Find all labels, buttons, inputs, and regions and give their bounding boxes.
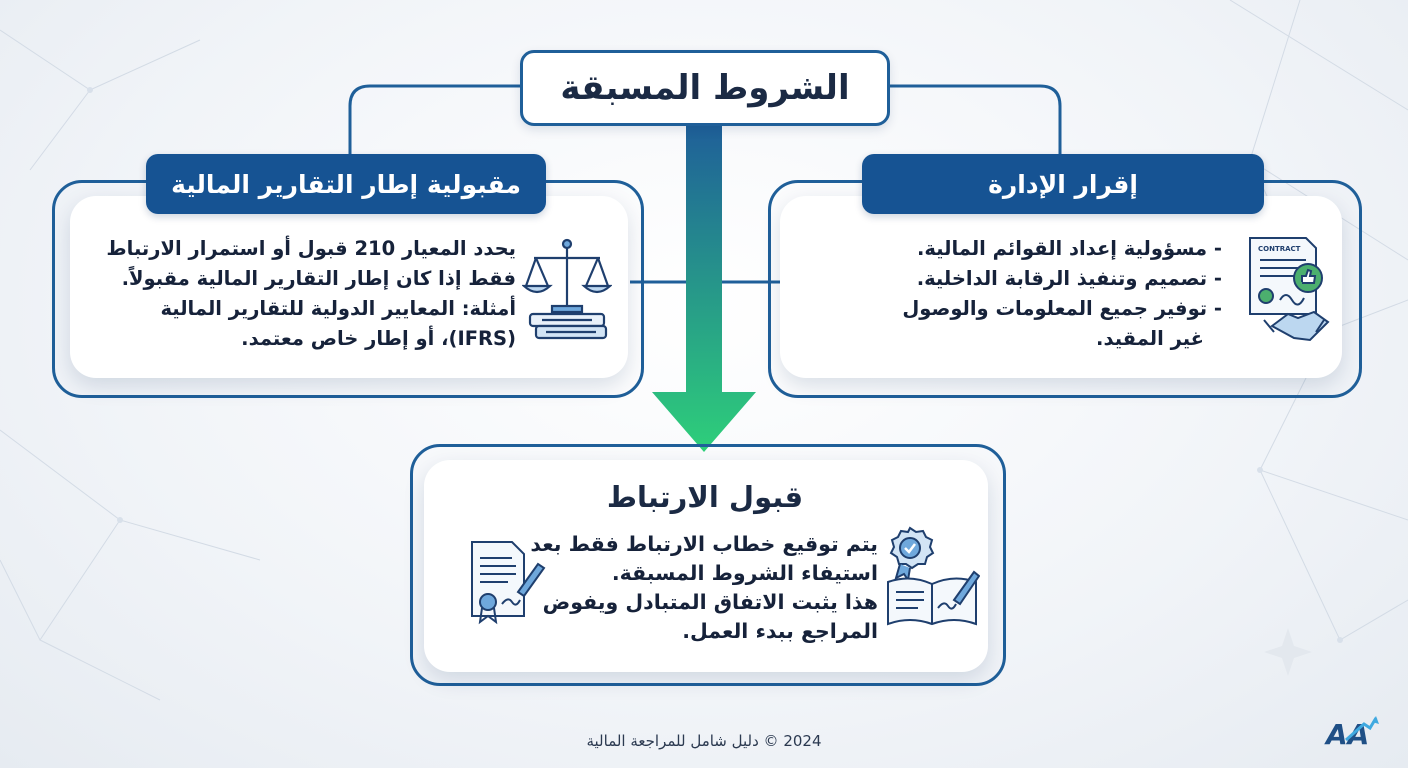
logo-text: AA	[1324, 718, 1369, 750]
bottom-box-frame	[410, 444, 1006, 686]
page-title: الشروط المسبقة	[560, 68, 850, 108]
contract-handshake-icon: CONTRACT	[1249, 237, 1330, 342]
logo: AA	[1324, 714, 1380, 751]
right-line: غير المقيد.	[1096, 327, 1204, 350]
bottom-line: استيفاء الشروط المسبقة.	[611, 561, 878, 585]
right-box-heading: إقرار الإدارة	[862, 154, 1264, 214]
left-line: فقط إذا كان إطار التقارير المالية مقبولا…	[121, 267, 516, 290]
bottom-line: المراجع ببدء العمل.	[682, 619, 878, 643]
left-line: أمثلة: المعايير الدولية للتقارير المالية	[160, 297, 516, 320]
logo-mark: AA	[1324, 716, 1379, 751]
right-box-text: - مسؤولية إعداد القوائم المالية. - تصميم…	[820, 234, 1222, 354]
right-line: - مسؤولية إعداد القوائم المالية.	[916, 237, 1222, 260]
left-box-heading: مقبولية إطار التقارير المالية	[146, 154, 546, 214]
footer-copyright: 2024 © دليل شامل للمراجعة المالية	[586, 732, 822, 750]
left-line: (IFRS)، أو إطار خاص معتمد.	[241, 327, 516, 350]
right-line: - توفير جميع المعلومات والوصول	[902, 297, 1222, 320]
left-box-text: يحدد المعيار 210 قبول أو استمرار الارتبا…	[96, 234, 516, 354]
signed-certificate-icon	[471, 541, 546, 625]
bottom-line: هذا يثبت الاتفاق المتبادل ويفوض	[542, 590, 878, 614]
scales-of-justice-icon	[522, 238, 612, 340]
down-arrow	[652, 124, 756, 452]
contract-label: CONTRACT	[1258, 245, 1301, 253]
bottom-box-heading: قبول الارتباط	[606, 480, 804, 514]
left-line: يحدد المعيار 210 قبول أو استمرار الارتبا…	[106, 237, 516, 260]
title-box: الشروط المسبقة	[520, 50, 890, 126]
right-line: - تصميم وتنفيذ الرقابة الداخلية.	[916, 267, 1222, 290]
award-book-icon	[887, 526, 980, 626]
right-box-card	[780, 196, 1342, 378]
bottom-line: يتم توقيع خطاب الارتباط فقط بعد	[530, 532, 878, 556]
bottom-box-text: يتم توقيع خطاب الارتباط فقط بعد استيفاء …	[530, 530, 878, 646]
